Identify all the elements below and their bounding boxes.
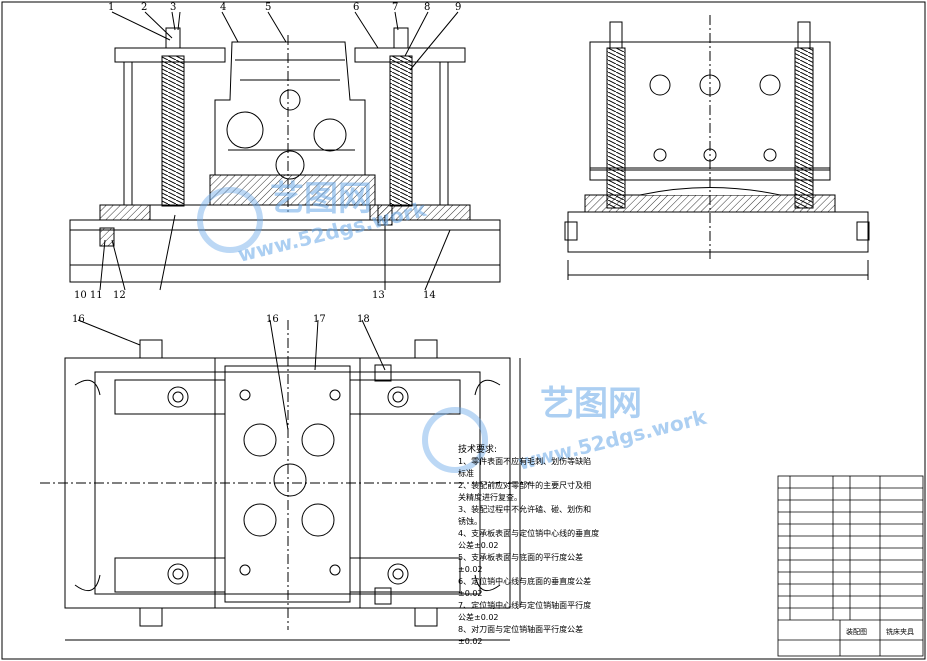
tech-requirements-list: 1、零件表面不应有毛刺、划伤等缺陷标准 2、装配前应对零部件的主要尺寸及相关精度进…: [458, 456, 788, 648]
balloon-6: 6: [353, 2, 359, 13]
watermark-cn-1: 艺图网: [270, 179, 372, 219]
tech-requirement-line: 5、支承板表面与底面的平行度公差: [458, 553, 584, 562]
plan-view: [40, 319, 530, 641]
balloon-2: 2: [141, 2, 147, 13]
tech-requirement-line: 标准: [458, 469, 474, 478]
plan-view-balloons: 16 16 17 18: [72, 314, 370, 325]
tech-requirement-line: 4、支承板表面与定位销中心线的垂直度: [458, 529, 600, 538]
title-block: [777, 475, 924, 657]
balloon-17: 17: [313, 314, 326, 325]
tech-requirement-line: 公差±0.02: [458, 613, 499, 622]
tech-requirement-line: ±0.02: [458, 565, 483, 574]
balloon-7: 7: [392, 2, 398, 13]
balloon-10-11: 10 11: [74, 290, 103, 301]
front-view: [69, 11, 501, 291]
side-view: [564, 15, 870, 280]
balloon-18: 18: [357, 314, 370, 325]
tech-requirement-line: 关精度进行复查。: [458, 493, 522, 502]
watermark-logo-icon: [197, 187, 263, 253]
balloon-13: 13: [372, 290, 385, 301]
watermark: 艺图网 www.52dgs.work 艺图网 www.52dgs.work: [197, 179, 709, 475]
tech-requirement-line: 8、对刀面与定位销轴面平行度公差: [458, 625, 584, 634]
balloon-8: 8: [424, 2, 430, 13]
tech-requirement-line: 2、装配前应对零部件的主要尺寸及相: [458, 481, 592, 490]
drawing-name: 装配图: [846, 627, 867, 636]
tech-requirement-line: 3、装配过程中不允许磕、碰、划伤和: [458, 505, 592, 514]
tech-requirement-line: ±0.02: [458, 637, 483, 646]
tech-requirements-heading: 技术要求:: [458, 445, 498, 455]
balloon-16-center: 16: [266, 314, 279, 325]
tech-requirement-line: ±0.02: [458, 589, 483, 598]
balloon-12: 12: [113, 290, 126, 301]
balloon-3: 3: [170, 2, 176, 13]
watermark-cn-2: 艺图网: [540, 384, 642, 424]
product-name: 铣床夹具: [886, 627, 914, 636]
balloon-1: 1: [108, 2, 114, 13]
balloon-14: 14: [423, 290, 436, 301]
tech-requirements: 技术要求: 1、零件表面不应有毛刺、划伤等缺陷标准 2、装配前应对零部件的主要尺寸…: [458, 444, 788, 648]
tech-requirement-line: 锈蚀。: [458, 517, 482, 526]
tech-requirement-line: 1、零件表面不应有毛刺、划伤等缺陷: [458, 457, 592, 466]
tech-requirement-line: 6、定位销中心线与底面的垂直度公差: [458, 577, 592, 586]
balloon-5: 5: [265, 2, 271, 13]
tech-requirement-line: 7、定位销中心线与定位销轴面平行度: [458, 601, 592, 610]
watermark-logo-icon-2: [422, 407, 488, 473]
front-view-balloons: 1 2 3 4 5 6 7 8 9 10 11 12 13 14: [74, 2, 461, 301]
tech-requirement-line: 公差±0.02: [458, 541, 499, 550]
balloon-4: 4: [220, 2, 226, 13]
balloon-9: 9: [455, 2, 461, 13]
balloon-16-left: 16: [72, 314, 85, 325]
